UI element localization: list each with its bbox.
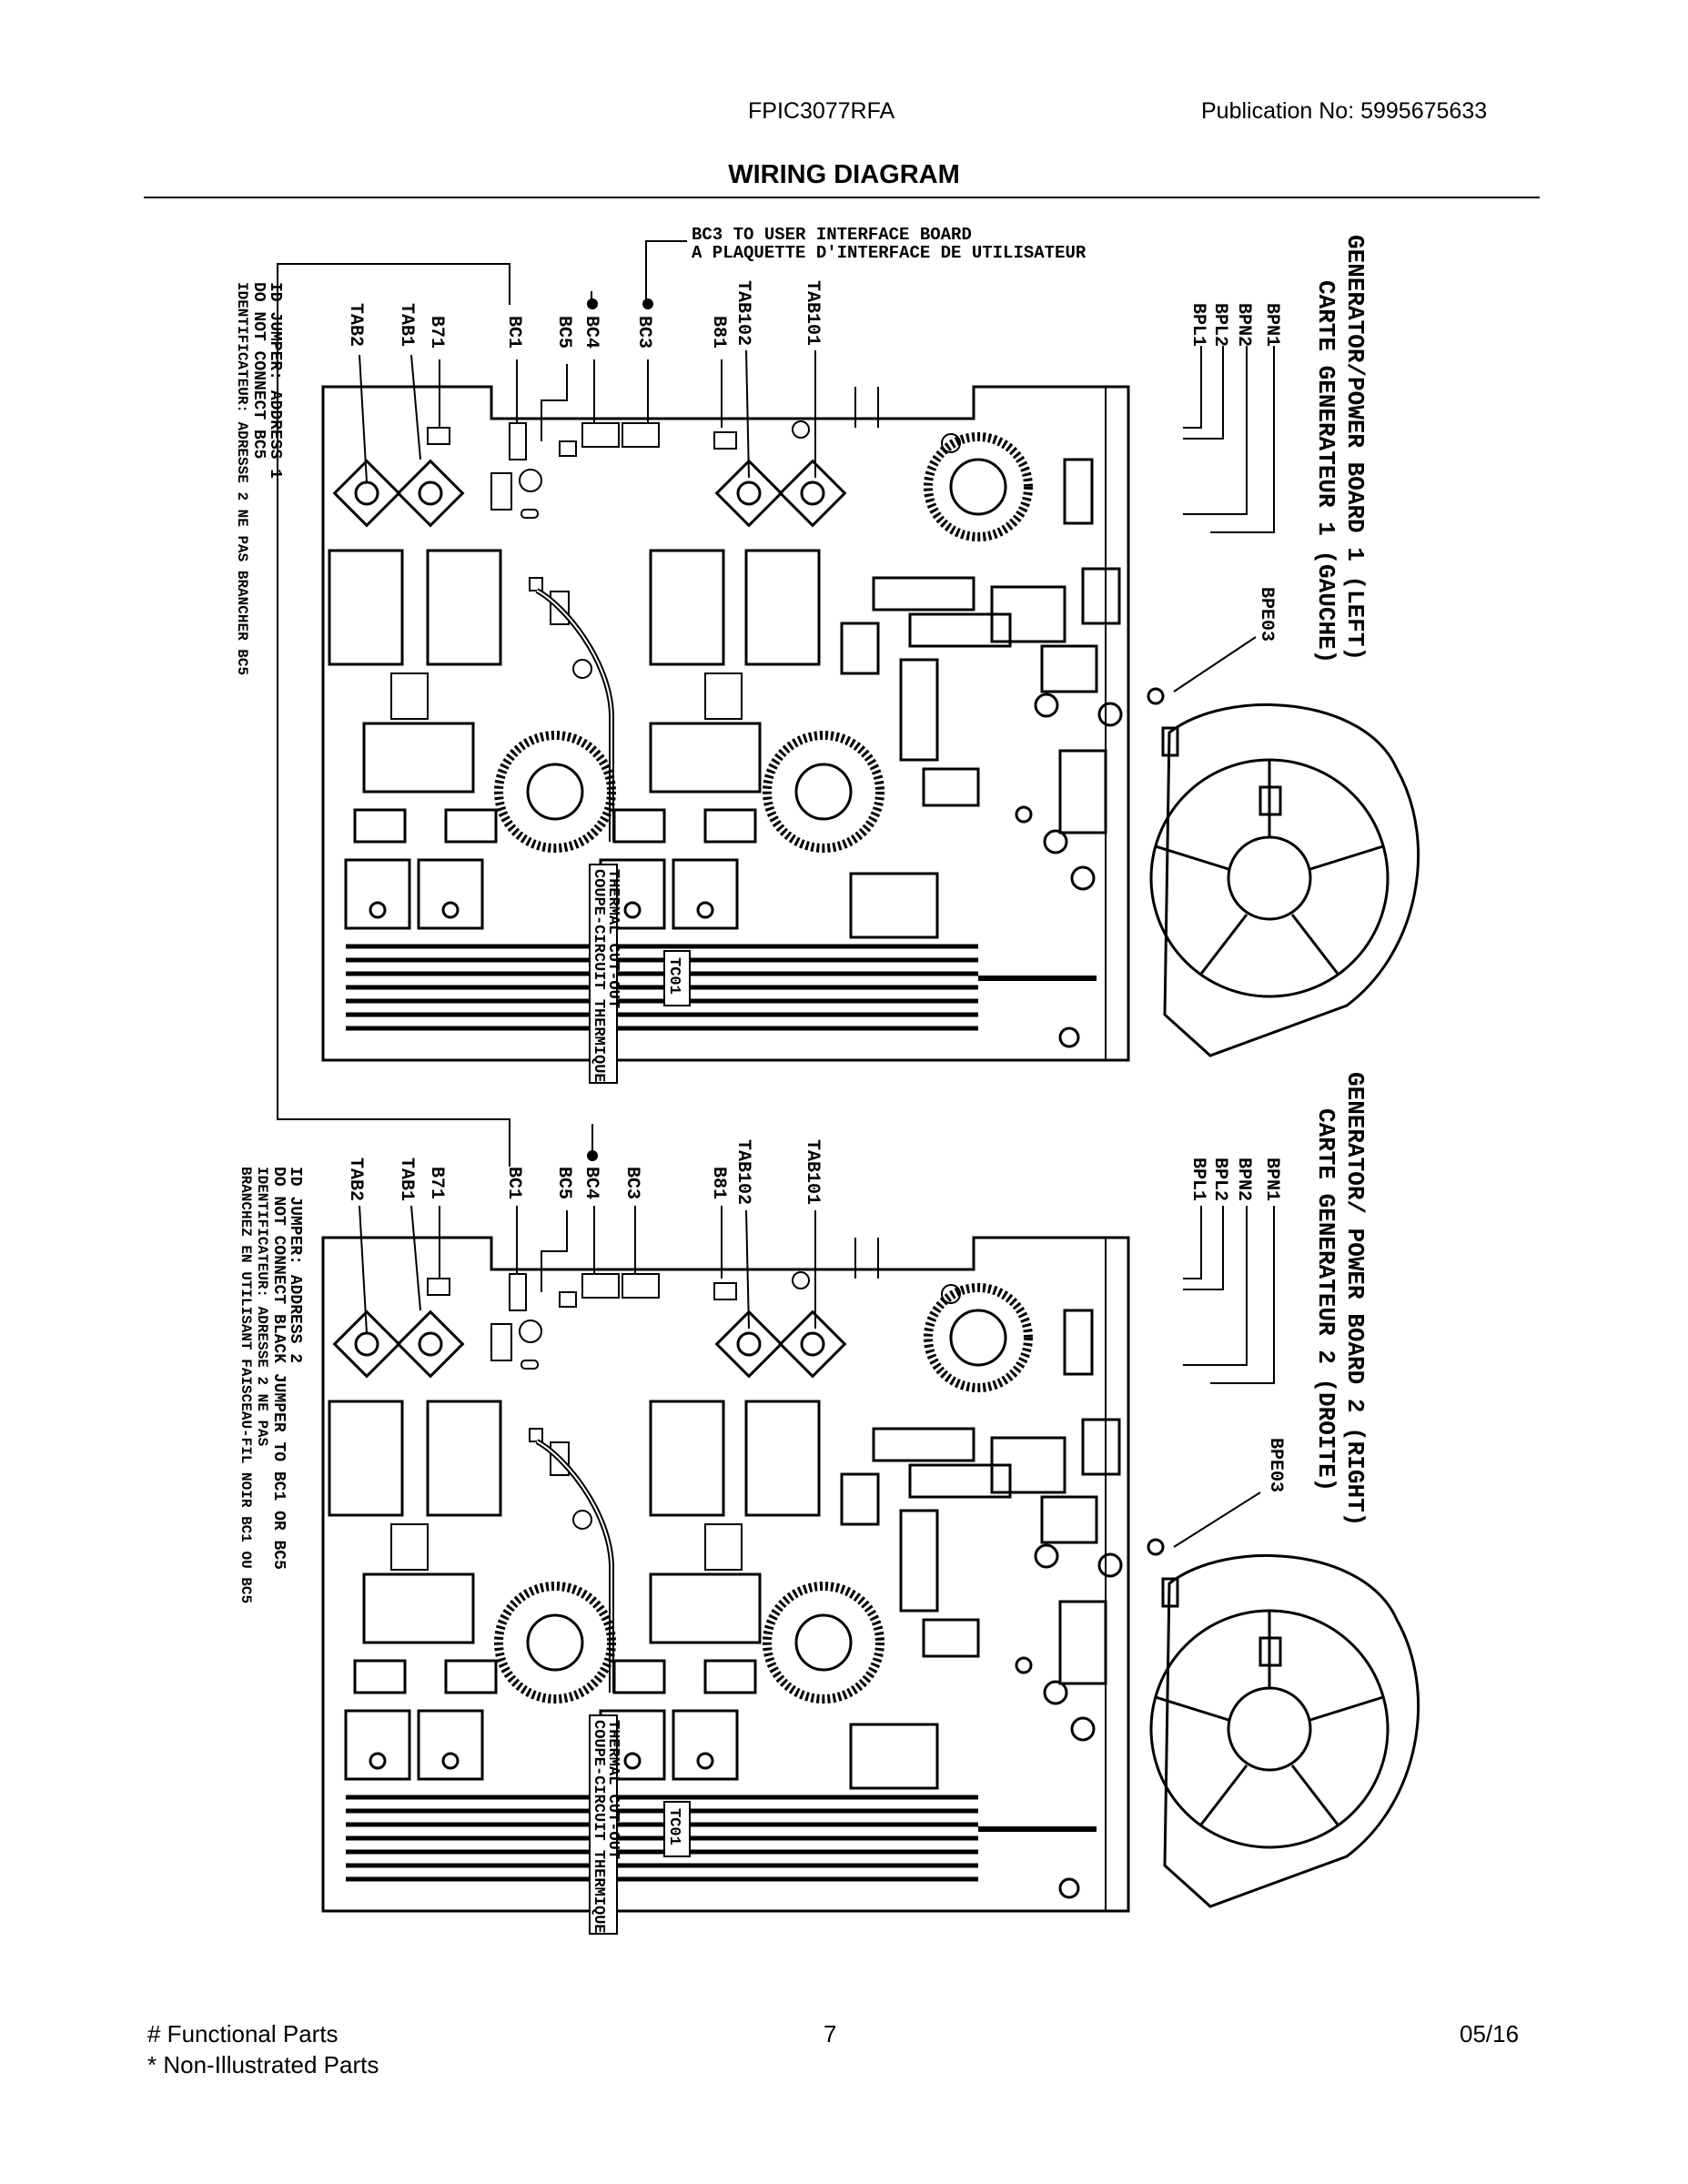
label-b81: B81 [708, 316, 729, 349]
functional-parts-note: # Functional Parts [147, 2020, 339, 2048]
svg-text:DO NOT CONNECT BLACK JUMPER TO: DO NOT CONNECT BLACK JUMPER TO BC1 OR BC… [269, 1167, 288, 1570]
power-board-2: TAB2 TAB1 B71 BC1 BC5 BC4 BC3 B81 TAB102… [238, 1072, 1419, 1935]
board2-thermal-en: THERMAL CUT-OUT [604, 1720, 622, 1859]
label-bpn2: BPN2 [1233, 303, 1254, 347]
label-bc5: BC5 [553, 316, 574, 349]
svg-text:IDENTIFICATEUR: ADRESSE 2 NE P: IDENTIFICATEUR: ADRESSE 2 NE PAS BRANCHE… [234, 282, 250, 675]
label-tab102: TAB102 [733, 280, 753, 346]
label-bpn2: BPN2 [1233, 1158, 1254, 1201]
board1-title-en: GENERATOR/POWER BOARD 1 (LEFT) [1341, 235, 1369, 661]
label-bpl1: BPL1 [1188, 1158, 1208, 1201]
board1-thermal-fr: COUPE-CIRCUIT THERMIQUE [590, 869, 607, 1083]
label-tab2: TAB2 [345, 303, 366, 347]
board2-title-fr: CARTE GENERATEUR 2 (DROITE) [1312, 1108, 1339, 1491]
label-tab101: TAB101 [802, 1139, 823, 1205]
svg-text:BRANCHEZ EN UTILISANT FAISCEAU: BRANCHEZ EN UTILISANT FAISCEAU-FIL NOIR … [238, 1167, 254, 1603]
board1-jumper-note: ID JUMPER: ADDRESS 1 DO NOT CONNECT BC5 … [234, 282, 284, 675]
power-board-1: TAB2 TAB1 B71 BC1 BC5 BC4 BC3 B81 TAB102… [234, 235, 1419, 1167]
label-bpn1: BPN1 [1261, 303, 1282, 347]
label-b71: B71 [426, 1167, 447, 1199]
svg-text:BC3 TO USER INTERFACE BOARD: BC3 TO USER INTERFACE BOARD [692, 225, 972, 245]
label-bc5: BC5 [553, 1167, 574, 1199]
label-bpe03: BPE03 [1256, 587, 1277, 642]
label-tab102: TAB102 [733, 1139, 753, 1205]
svg-text:DO NOT CONNECT BC5: DO NOT CONNECT BC5 [249, 282, 268, 459]
board1-tc01: TC01 [665, 957, 682, 995]
board1-title-fr: CARTE GENERATEUR 1 (GAUCHE) [1312, 280, 1339, 663]
model-number: FPIC3077RFA [748, 98, 895, 124]
label-bpn1: BPN1 [1261, 1158, 1282, 1201]
svg-text:IDENTIFICATEUR: ADRESSE 2 NE P: IDENTIFICATEUR: ADRESSE 2 NE PAS [254, 1167, 270, 1447]
label-bpl2: BPL2 [1209, 303, 1230, 347]
label-bc4: BC4 [581, 1167, 601, 1199]
label-tab1: TAB1 [396, 1158, 417, 1201]
revision-date: 05/16 [1460, 2020, 1520, 2048]
label-tab1: TAB1 [396, 303, 417, 347]
label-bpl1: BPL1 [1188, 303, 1208, 347]
bc3-note: BC3 TO USER INTERFACE BOARD A PLAQUETTE … [645, 225, 1087, 303]
board1-thermal-en: THERMAL CUT-OUT [604, 869, 622, 1008]
board2-tc01: TC01 [665, 1808, 682, 1845]
label-tab101: TAB101 [802, 280, 823, 346]
page-title: WIRING DIAGRAM [728, 160, 960, 189]
board2-title-en: GENERATOR/ POWER BOARD 2 (RIGHT) [1341, 1072, 1369, 1526]
board2-jumper-note: ID JUMPER: ADDRESS 2 DO NOT CONNECT BLAC… [238, 1167, 304, 1603]
page-number: 7 [824, 2020, 837, 2048]
non-illustrated-parts-note: * Non-Illustrated Parts [147, 2051, 379, 2078]
svg-text:ID JUMPER: ADDRESS 2: ID JUMPER: ADDRESS 2 [286, 1167, 304, 1363]
board2-thermal-fr: COUPE-CIRCUIT THERMIQUE [590, 1720, 607, 1934]
publication-number: Publication No: 5995675633 [1201, 98, 1488, 124]
label-bpe03: BPE03 [1265, 1438, 1286, 1492]
label-bpl2: BPL2 [1209, 1158, 1230, 1201]
header-rule [144, 197, 1540, 198]
label-tab2: TAB2 [345, 1158, 366, 1201]
label-bc3: BC3 [622, 1167, 642, 1199]
svg-text:A PLAQUETTE D'INTERFACE DE UTI: A PLAQUETTE D'INTERFACE DE UTILISATEUR [692, 243, 1087, 263]
svg-text:ID JUMPER: ADDRESS 1: ID JUMPER: ADDRESS 1 [266, 282, 284, 479]
label-bc4: BC4 [581, 316, 601, 349]
label-bc3: BC3 [633, 316, 654, 349]
label-b71: B71 [426, 316, 447, 349]
label-bc1: BC1 [503, 1167, 524, 1199]
label-b81: B81 [708, 1167, 729, 1199]
label-bc1: BC1 [503, 316, 524, 349]
